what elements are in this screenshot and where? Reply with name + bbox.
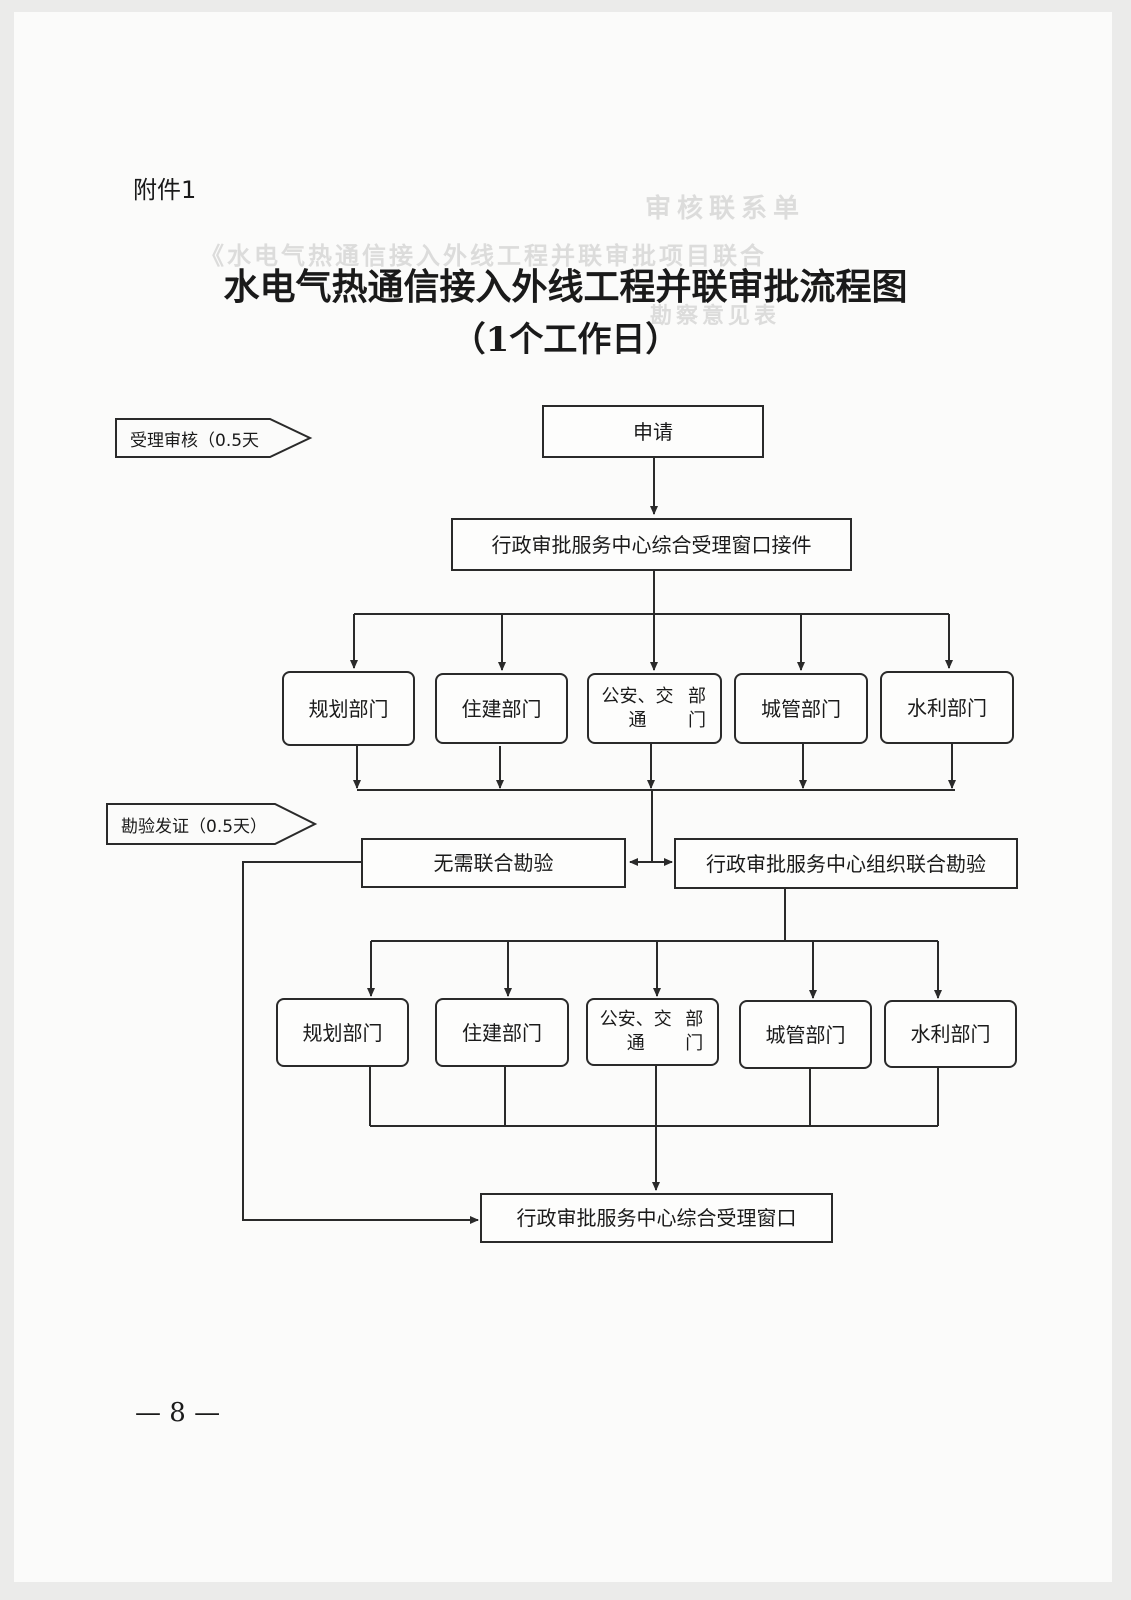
stage-1-label: 受理审核（0.5天 [130, 430, 260, 451]
joint-survey-node: 行政审批服务中心组织联合勘验 [674, 838, 1018, 889]
intake-window-node: 行政审批服务中心综合受理窗口接件 [451, 518, 852, 571]
dept-r1-police-transport-line2: 部门 [688, 685, 706, 731]
paper-sheet [14, 12, 1112, 1582]
bleed-through-text-2: 《水电气热通信接入外线工程并联审批项目联合 [200, 241, 767, 270]
dept-r2-housing: 住建部门 [435, 998, 569, 1067]
stage-1-tag-outline [115, 418, 313, 458]
document-subtitle: （1个工作日） [451, 320, 680, 360]
stage-2-tag-outline [106, 803, 318, 845]
dept-r1-urban-management: 城管部门 [734, 673, 868, 744]
dept-r2-planning: 规划部门 [276, 998, 409, 1067]
bleed-through-text-3: 勘察意见表 [650, 303, 781, 329]
dept-r2-urban-management: 城管部门 [739, 1000, 872, 1069]
attachment-label: 附件1 [133, 176, 197, 204]
page-number: — 8 — [135, 1398, 221, 1428]
no-joint-survey-node: 无需联合勘验 [361, 838, 626, 888]
dept-r2-police-transport-line1: 公安、交通 [599, 1009, 672, 1054]
stage-2-label: 勘验发证（0.5天） [121, 816, 268, 837]
apply-node: 申请 [542, 405, 764, 458]
dept-r2-police-transport-line2: 部门 [685, 1009, 704, 1054]
final-window-node: 行政审批服务中心综合受理窗口 [480, 1193, 833, 1243]
edge-no-joint-to-final [242, 861, 479, 1224]
dept-r1-police-transport: 公安、交通 部门 [587, 673, 722, 744]
dept-r1-police-transport-line1: 公安、交通 [601, 685, 674, 731]
dept-r2-police-transport: 公安、交通 部门 [586, 998, 719, 1066]
dept-r2-water-resources: 水利部门 [884, 1000, 1017, 1068]
dept-r1-planning: 规划部门 [282, 671, 415, 746]
dept-r1-housing: 住建部门 [435, 673, 568, 744]
bleed-through-text-1: 审核联系单 [645, 194, 806, 224]
dept-r1-water-resources: 水利部门 [880, 671, 1014, 744]
document-title: 水电气热通信接入外线工程并联审批流程图 [223, 266, 908, 308]
